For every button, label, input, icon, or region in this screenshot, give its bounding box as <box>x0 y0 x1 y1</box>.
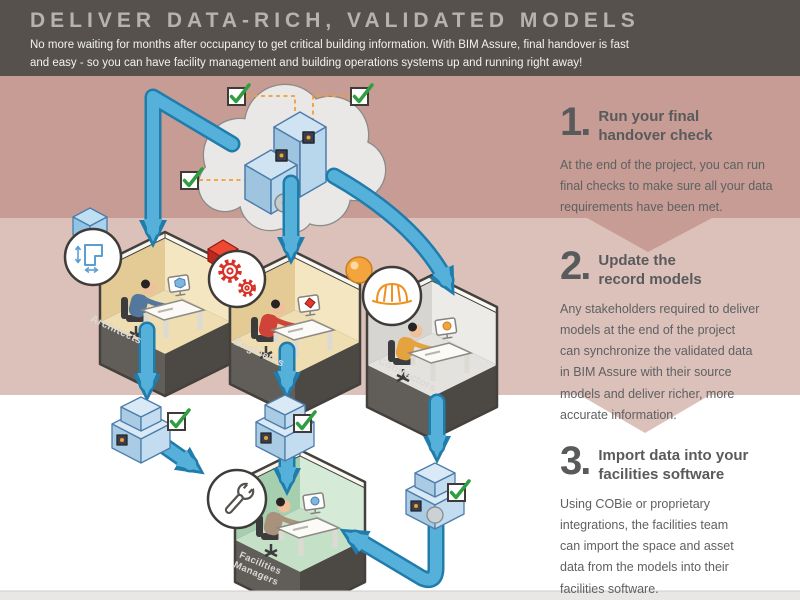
arrow-cloud-to-architects <box>139 88 241 248</box>
checkbox-check-icon <box>166 408 191 432</box>
validation-links <box>199 95 351 181</box>
page-title: DELIVER DATA-RICH, VALIDATED MODELS <box>30 9 640 32</box>
checkbox-check-icon <box>226 83 251 107</box>
gears-icon <box>218 259 256 297</box>
band-step1 <box>0 76 800 218</box>
header-bar-bg <box>0 0 800 76</box>
checkbox-check-icon <box>179 167 204 191</box>
contractors-badge <box>345 256 423 327</box>
wrench-icon <box>224 479 257 515</box>
checkbox-check-icon <box>292 410 317 434</box>
chevron-divider-2 <box>580 395 710 433</box>
arrow-model3-to-facilities <box>339 517 445 589</box>
step-2-title: Update the record models <box>598 252 702 288</box>
step-2-number: 2. <box>560 244 591 288</box>
model-cube-icon <box>111 396 171 464</box>
step-1-number: 1. <box>560 100 591 144</box>
page-subtitle: No more waiting for months after occupan… <box>30 39 629 70</box>
step-3-title: Import data into your facilities softwar… <box>598 447 749 483</box>
checkbox-check-icon <box>446 479 471 503</box>
monitor-sphere-glyph <box>442 321 452 331</box>
flow-arrows <box>133 88 455 589</box>
sphere-highlight <box>350 261 359 270</box>
checkbox-check-icon <box>349 83 374 107</box>
monitor-cube-glyph <box>174 277 186 289</box>
step-3: 3. Import data into your facilities soft… <box>560 439 792 600</box>
step-2-description: Any stakeholders required to deliver mod… <box>560 301 760 422</box>
architects-badge <box>63 207 123 287</box>
step-3-description: Using COBie or proprietary integrations,… <box>560 496 734 596</box>
floor-plan-icon <box>74 244 103 274</box>
sphere-in-model-icon <box>426 506 444 524</box>
chevron-divider-1 <box>587 218 712 252</box>
step-3-number: 3. <box>560 439 591 483</box>
step-1-description: At the end of the project, you can run f… <box>560 157 773 215</box>
hard-hat-icon <box>372 282 412 305</box>
arrow-cloud-to-contractors <box>325 167 455 296</box>
step-2: 2. Update the record models Any stakehol… <box>560 244 792 426</box>
step-1: 1. Run your final handover check At the … <box>560 100 792 218</box>
monitor-diamond-glyph <box>304 297 316 309</box>
step-1-title: Run your final handover check <box>598 108 713 144</box>
monitor-drop-glyph <box>310 496 320 506</box>
footer-strip <box>0 591 800 600</box>
facilities-badge <box>206 468 268 530</box>
engineers-badge <box>207 239 267 309</box>
